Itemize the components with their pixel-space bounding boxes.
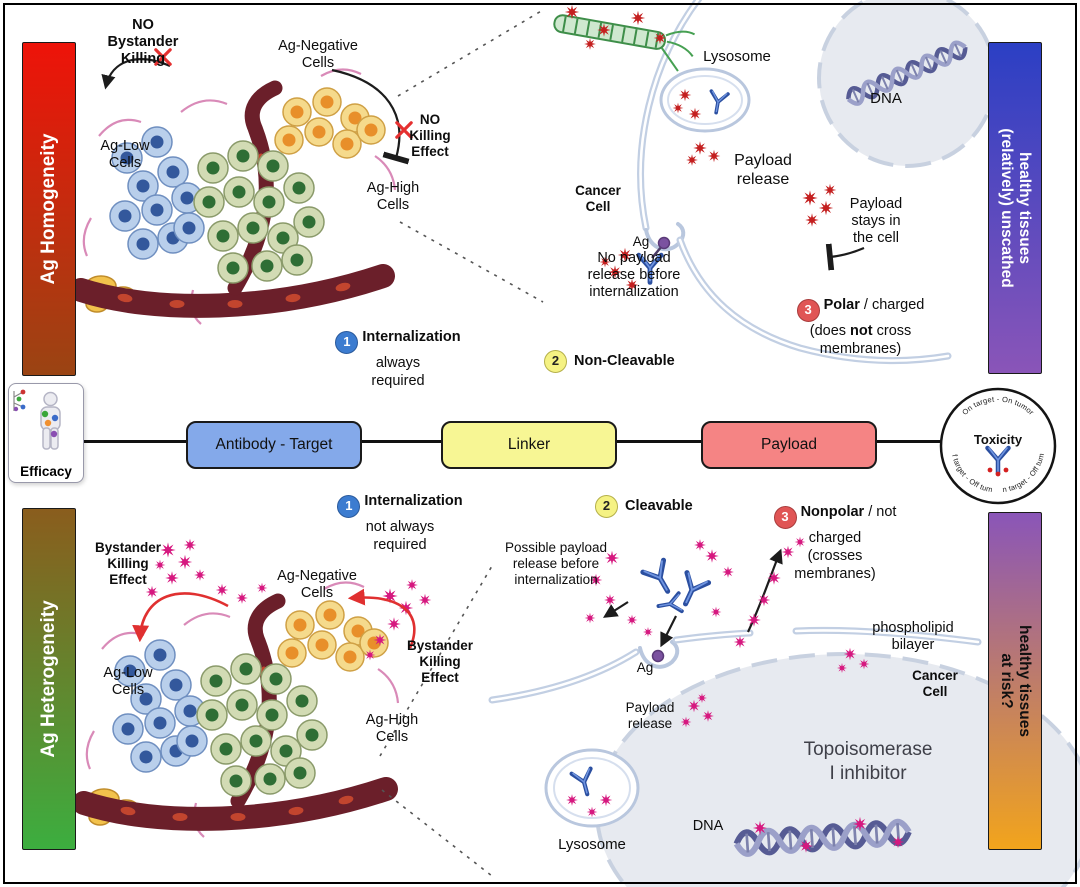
label-cancer-cell-top: Cancer Cell: [575, 183, 621, 214]
stays-inhibition-bar: [825, 243, 865, 271]
label-no-bystander-killing: NO Bystander Killing: [107, 17, 179, 68]
zoom-lines-top: [397, 9, 544, 303]
bar-ag-homogeneity: Ag Homogeneity: [22, 42, 76, 376]
note-cleavable: 2 Cleavable: [595, 495, 693, 518]
label-dna-bottom: DNA: [692, 818, 724, 834]
cancer-cell-top-art: [553, 0, 997, 365]
label-payload-stays: Payload stays in the cell: [849, 196, 903, 247]
label-topoisomerase: Topoisomerase I inhibitor: [803, 739, 933, 784]
tumor-homogeneous: [81, 69, 395, 324]
label-ag-negative-cells-bottom: Ag-Negative Cells: [277, 568, 357, 602]
nucleus-top: [817, 0, 997, 168]
cancer-cell-bottom-art: [488, 536, 1080, 887]
bar-label: healthy tissues (relatively) unscathed: [998, 128, 1033, 288]
efficacy-icon: [13, 389, 61, 450]
note-bold: Polar: [823, 297, 860, 313]
label-lysosome-top: Lysosome: [703, 48, 771, 65]
payload-stars-release-top: [686, 141, 721, 166]
note-rest: / not charged (crosses membranes): [794, 504, 897, 582]
label-bystander-killing-left: Bystander Killing Effect: [94, 540, 162, 587]
note-rest: cross membranes): [819, 322, 912, 357]
bar-label: Ag Homogeneity: [38, 133, 60, 285]
note-bold: Internalization: [364, 493, 463, 509]
note-internalization-top: 1 Internalization always required: [323, 328, 473, 390]
antibody-target-box: Antibody - Target: [186, 421, 362, 469]
zoom-lines-bottom: [379, 565, 493, 877]
label-no-payload-release: No payload release before internalizatio…: [587, 250, 681, 301]
human-icon: [40, 391, 61, 450]
label-no-killing-effect: NO Killing Effect: [409, 112, 451, 159]
antibody-icon: [643, 560, 678, 597]
label-dna-top: DNA: [870, 90, 902, 107]
no-bystander-arrow: [101, 58, 171, 90]
note-bold: Internalization: [362, 329, 461, 345]
efficacy-widget: Efficacy: [8, 383, 84, 483]
payload-box: Payload: [701, 421, 877, 469]
tumor-heterogeneous: [84, 582, 398, 837]
label-lysosome-bottom: Lysosome: [558, 836, 626, 853]
membrane-bottom: [488, 626, 982, 704]
binding-arrow: [660, 615, 677, 648]
label-cancer-cell-bottom: Cancer Cell: [912, 668, 958, 699]
toxicity-label: Toxicity: [974, 432, 1023, 447]
note-label: Cleavable: [625, 498, 693, 515]
step-2-badge: 2: [595, 495, 618, 518]
membrane-cross-arrow: [747, 548, 783, 633]
bar-healthy-at-risk: healthy tissues at risk?: [988, 512, 1042, 850]
antibody-icon: [654, 591, 684, 617]
bar-healthy-unscathed: healthy tissues (relatively) unscathed: [988, 42, 1042, 374]
label-ag-negative-cells-top: Ag-Negative Cells: [278, 38, 358, 72]
label-possible-release: Possible payload release before internal…: [504, 540, 608, 587]
note-non-cleavable: 2 Non-Cleavable: [544, 350, 675, 373]
note-rest: not always required: [365, 518, 435, 553]
note-bold: Nonpolar: [800, 504, 865, 520]
note-polar: 3 Polar / charged (does not cross membra…: [783, 296, 938, 358]
note-rest: always required: [371, 354, 425, 389]
release-arrow-left: [602, 601, 629, 618]
note-rest: / charged (does: [809, 297, 925, 339]
bystander-payload-stars-left: [145, 538, 268, 604]
label-ag-low-cells-top: Ag-Low Cells: [100, 138, 150, 172]
step-3-badge: 3: [773, 505, 797, 529]
step-3-badge: 3: [796, 298, 820, 322]
step-1-badge: 1: [335, 330, 359, 354]
antibody-icon: [675, 573, 709, 609]
lysosome-top-icon: [659, 67, 751, 133]
label-ag-high-cells-bottom: Ag-High Cells: [365, 712, 419, 746]
ag-receptor-top: [657, 236, 671, 250]
bar-ag-heterogeneity: Ag Heterogeneity: [22, 508, 76, 850]
step-1-badge: 1: [337, 494, 361, 518]
microtubule-icon: [553, 14, 696, 72]
step-2-badge: 2: [544, 350, 567, 373]
efficacy-label: Efficacy: [20, 464, 72, 479]
bar-label: healthy tissues at risk?: [998, 625, 1033, 737]
note-nonpolar: 3 Nonpolar / not charged (crosses membra…: [755, 503, 915, 583]
label-phospholipid-bilayer: phospholipid bilayer: [872, 620, 954, 654]
payload-stars-cytosol-top: [802, 183, 837, 227]
label-bystander-killing-right: Bystander Killing Effect: [406, 638, 474, 685]
bar-label: Ag Heterogeneity: [38, 600, 60, 758]
label-ag-top: Ag: [632, 234, 650, 249]
label-payload-release-top: Payload release: [734, 152, 792, 188]
ag-receptor-bottom: [651, 649, 665, 663]
label-payload-release-bottom: Payload release: [625, 700, 675, 731]
scatter-mini-icon: [13, 389, 26, 412]
note-bold: not: [850, 322, 873, 339]
adc-binding-top: [599, 236, 671, 292]
note-internalization-bottom: 1 Internalization not always required: [325, 492, 475, 554]
no-killing-inhibition-arrow: [331, 68, 410, 165]
label-ag-low-cells-bottom: Ag-Low Cells: [103, 665, 153, 699]
linker-box: Linker: [441, 421, 617, 469]
lysosome-bottom-icon: [544, 748, 640, 828]
toxicity-wheel: On target - On tumor Off target - Off tu…: [936, 384, 1057, 505]
note-label: Non-Cleavable: [574, 353, 675, 370]
label-ag-bottom: Ag: [636, 660, 654, 675]
label-ag-high-cells-top: Ag-High Cells: [366, 180, 420, 214]
bystander-arrows: [132, 588, 416, 649]
